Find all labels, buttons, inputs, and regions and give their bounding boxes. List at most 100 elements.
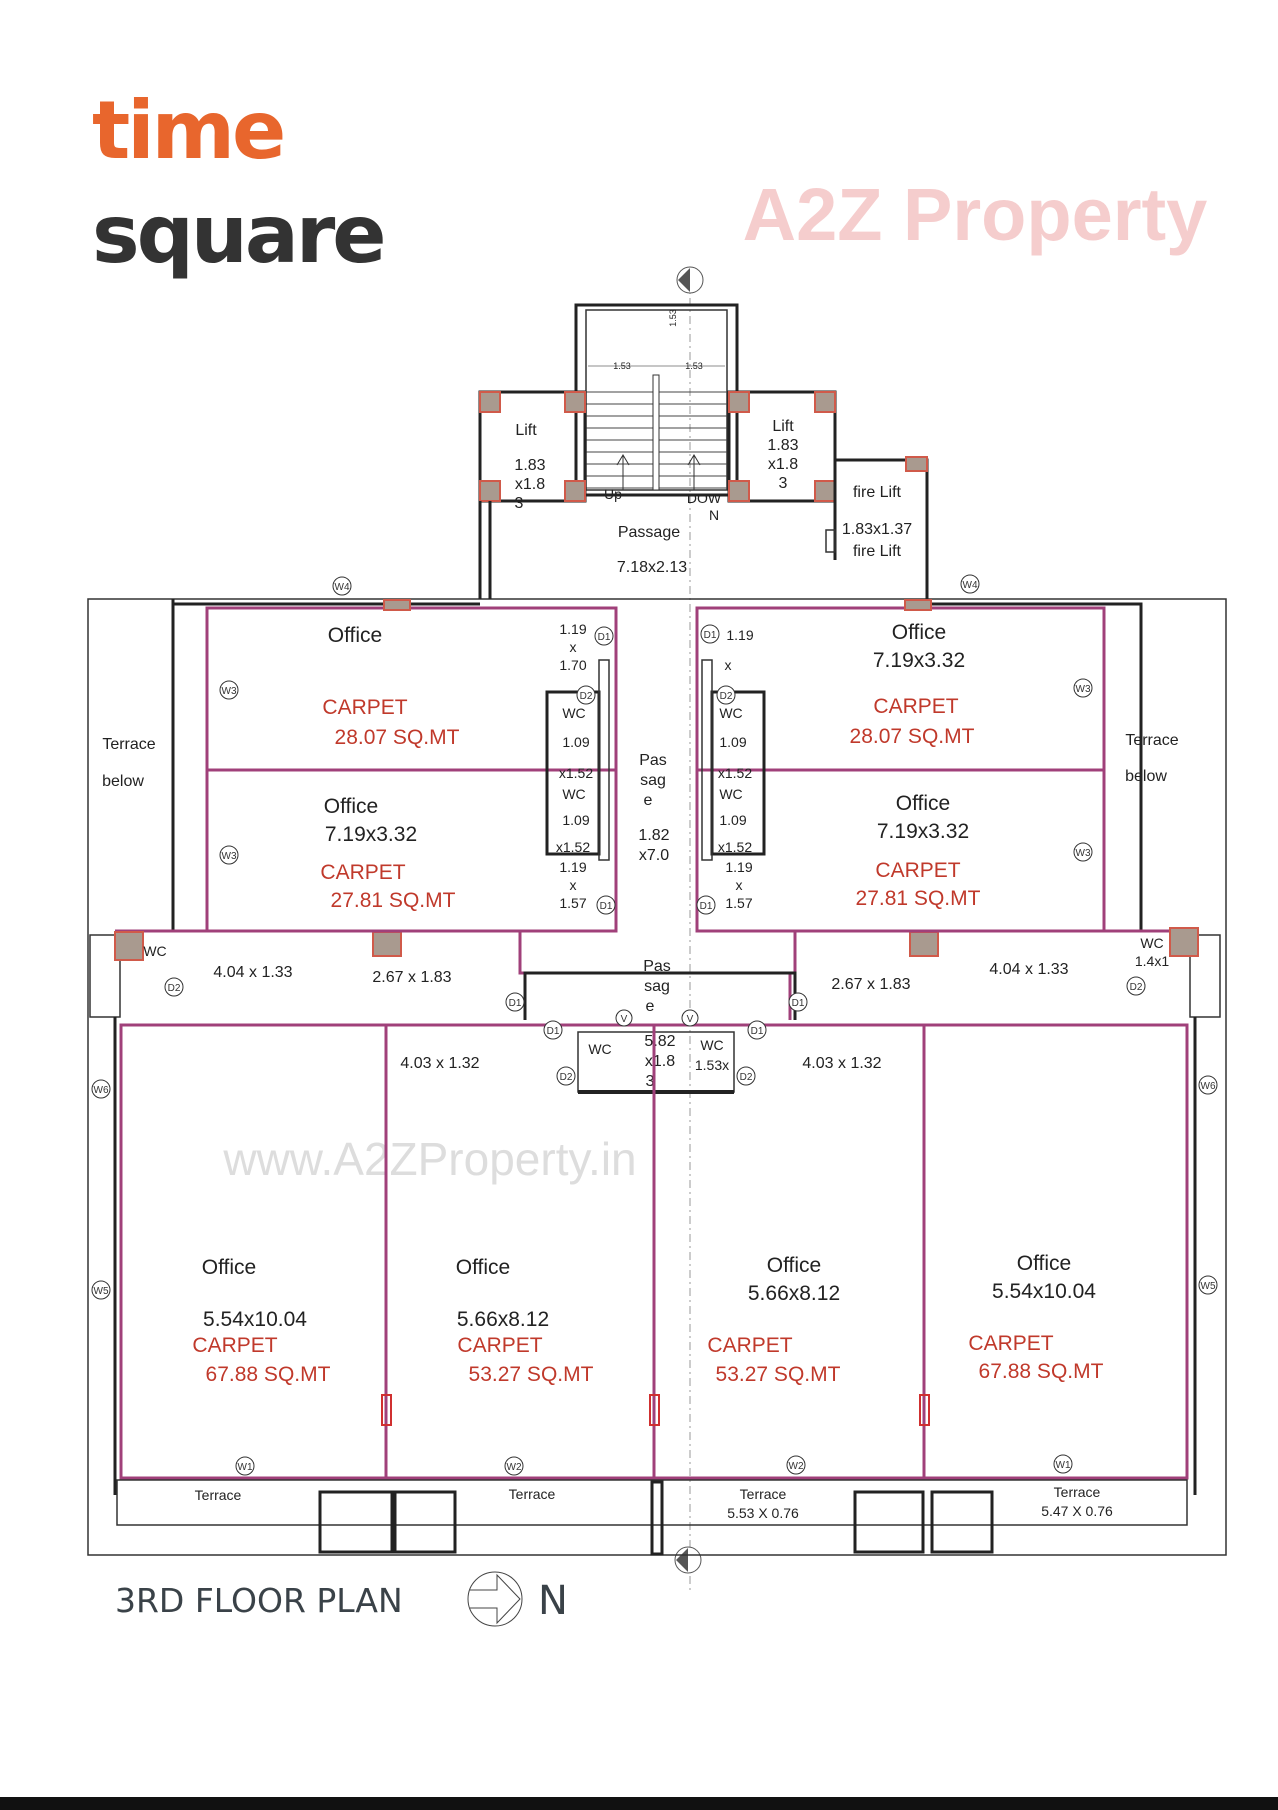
- middle-band: WC 4.04 x 1.33 2.67 x 1.83 Pas sag e 2.6…: [89, 927, 1221, 1094]
- passage-top: Passage 7.18x2.13: [478, 501, 687, 599]
- svg-text:W3: W3: [222, 851, 237, 862]
- svg-text:D1: D1: [792, 998, 805, 1009]
- svg-text:1.53x: 1.53x: [695, 1057, 729, 1073]
- svg-text:Terrace: Terrace: [1125, 732, 1178, 749]
- svg-text:D1: D1: [751, 1026, 764, 1037]
- svg-text:7.19x3.32: 7.19x3.32: [877, 820, 969, 843]
- wc-block-right: 1.19 x WC 1.09 x1.52 WC 1.09 x1.52 1.19 …: [718, 627, 754, 911]
- plan-title: 3RD FLOOR PLAN: [115, 1581, 403, 1620]
- svg-text:1.19: 1.19: [725, 859, 752, 875]
- svg-text:x: x: [570, 639, 577, 655]
- svg-text:5.53 X 0.76: 5.53 X 0.76: [727, 1505, 799, 1521]
- svg-text:Office: Office: [328, 624, 382, 647]
- svg-text:5.66x8.12: 5.66x8.12: [457, 1308, 549, 1331]
- svg-text:Office: Office: [896, 792, 950, 815]
- svg-text:Pas: Pas: [643, 958, 671, 975]
- svg-text:1.53: 1.53: [613, 361, 631, 371]
- svg-text:1.09: 1.09: [719, 734, 746, 750]
- lift-right: Lift 1.83 x1.8 3: [727, 390, 837, 503]
- svg-text:x1.8: x1.8: [515, 476, 545, 493]
- svg-text:x7.0: x7.0: [639, 847, 669, 864]
- terrace-below-left: Terrace below: [102, 736, 156, 790]
- svg-text:W3: W3: [1076, 684, 1091, 695]
- svg-text:1.53: 1.53: [668, 309, 678, 327]
- office-upper-left-1: Office CARPET 28.07 SQ.MT: [322, 624, 459, 749]
- svg-text:Office: Office: [892, 621, 946, 644]
- lift-left: Lift 1.83 x1.8 3: [478, 390, 587, 512]
- stair-core: 1.53 1.53 1.53 Up DOW N: [574, 303, 739, 523]
- svg-text:W3: W3: [1076, 848, 1091, 859]
- svg-text:Office: Office: [1017, 1252, 1071, 1275]
- office-upper-right-1: Office 7.19x3.32 CARPET 28.07 SQ.MT: [850, 621, 975, 748]
- svg-text:CARPET: CARPET: [875, 859, 960, 882]
- svg-text:W4: W4: [963, 580, 978, 591]
- svg-text:27.81 SQ.MT: 27.81 SQ.MT: [331, 889, 456, 912]
- svg-text:1.09: 1.09: [719, 812, 746, 828]
- svg-text:e: e: [646, 998, 655, 1015]
- svg-text:x1.52: x1.52: [718, 839, 752, 855]
- svg-text:W5: W5: [94, 1286, 109, 1297]
- svg-text:53.27 SQ.MT: 53.27 SQ.MT: [716, 1363, 841, 1386]
- svg-text:W4: W4: [335, 582, 350, 593]
- svg-text:WC: WC: [588, 1041, 611, 1057]
- svg-text:1.19: 1.19: [559, 859, 586, 875]
- office-lower-3: Office 5.66x8.12 CARPET 53.27 SQ.MT: [707, 1254, 840, 1386]
- svg-text:W1: W1: [238, 1462, 253, 1473]
- svg-text:4.04 x 1.33: 4.04 x 1.33: [213, 964, 292, 981]
- svg-text:1.83: 1.83: [514, 457, 545, 474]
- watermark-url: www.A2ZProperty.in: [222, 1133, 636, 1185]
- terrace-below-right: Terrace below: [1125, 732, 1179, 785]
- svg-text:27.81 SQ.MT: 27.81 SQ.MT: [856, 887, 981, 910]
- svg-text:x1.52: x1.52: [718, 765, 752, 781]
- svg-text:CARPET: CARPET: [322, 696, 407, 719]
- svg-text:1.09: 1.09: [562, 734, 589, 750]
- svg-text:CARPET: CARPET: [968, 1332, 1053, 1355]
- svg-text:sag: sag: [644, 978, 670, 995]
- north-arrow-icon: [467, 1571, 523, 1627]
- svg-text:N: N: [709, 507, 719, 523]
- office-lower-1: Office 5.54x10.04 CARPET 67.88 SQ.MT: [192, 1256, 330, 1386]
- svg-text:CARPET: CARPET: [707, 1334, 792, 1357]
- office-lower-4: Office 5.54x10.04 CARPET 67.88 SQ.MT: [968, 1252, 1103, 1383]
- office-lower-2: Office 5.66x8.12 CARPET 53.27 SQ.MT: [456, 1256, 594, 1386]
- passage-center: Pas sag e 1.82 x7.0: [638, 752, 669, 864]
- svg-text:5.47 X 0.76: 5.47 X 0.76: [1041, 1503, 1113, 1519]
- svg-text:DOW: DOW: [687, 490, 722, 506]
- svg-text:67.88 SQ.MT: 67.88 SQ.MT: [206, 1363, 331, 1386]
- svg-text:x1.8: x1.8: [645, 1053, 675, 1070]
- svg-text:1.57: 1.57: [559, 895, 586, 911]
- svg-text:sag: sag: [640, 772, 666, 789]
- svg-text:7.19x3.32: 7.19x3.32: [873, 649, 965, 672]
- svg-text:fire Lift: fire Lift: [853, 543, 902, 560]
- svg-text:WC: WC: [562, 705, 585, 721]
- svg-text:fire Lift: fire Lift: [853, 484, 902, 501]
- svg-text:1.19: 1.19: [726, 627, 753, 643]
- svg-text:1.4x1: 1.4x1: [1135, 953, 1169, 969]
- logo: time square: [92, 84, 387, 281]
- svg-text:1.53: 1.53: [685, 361, 703, 371]
- svg-text:x: x: [725, 657, 732, 673]
- svg-text:D1: D1: [700, 901, 713, 912]
- svg-text:2.67 x 1.83: 2.67 x 1.83: [831, 976, 910, 993]
- svg-text:D2: D2: [720, 691, 733, 702]
- svg-text:D1: D1: [600, 901, 613, 912]
- svg-text:Office: Office: [202, 1256, 256, 1279]
- fire-lift: fire Lift 1.83x1.37 fire Lift: [825, 456, 929, 599]
- terrace-strip: Terrace Terrace Terrace 5.53 X 0.76 Terr…: [116, 1479, 1188, 1556]
- svg-text:67.88 SQ.MT: 67.88 SQ.MT: [979, 1360, 1104, 1383]
- svg-text:Office: Office: [456, 1256, 510, 1279]
- office-upper-right-2: Office 7.19x3.32 CARPET 27.81 SQ.MT: [856, 792, 981, 910]
- svg-text:CARPET: CARPET: [457, 1334, 542, 1357]
- logo-time: time: [92, 84, 283, 177]
- svg-text:below: below: [102, 773, 144, 790]
- svg-text:D1: D1: [547, 1026, 560, 1037]
- svg-text:4.03 x 1.32: 4.03 x 1.32: [400, 1055, 479, 1072]
- svg-text:5.66x8.12: 5.66x8.12: [748, 1282, 840, 1305]
- section-marker-icon: [674, 266, 704, 1574]
- svg-text:D2: D2: [580, 691, 593, 702]
- svg-text:D2: D2: [1130, 982, 1143, 993]
- svg-text:W2: W2: [789, 1461, 804, 1472]
- svg-text:1.83: 1.83: [767, 437, 798, 454]
- svg-text:x: x: [570, 877, 577, 893]
- svg-text:4.04 x 1.33: 4.04 x 1.33: [989, 961, 1068, 978]
